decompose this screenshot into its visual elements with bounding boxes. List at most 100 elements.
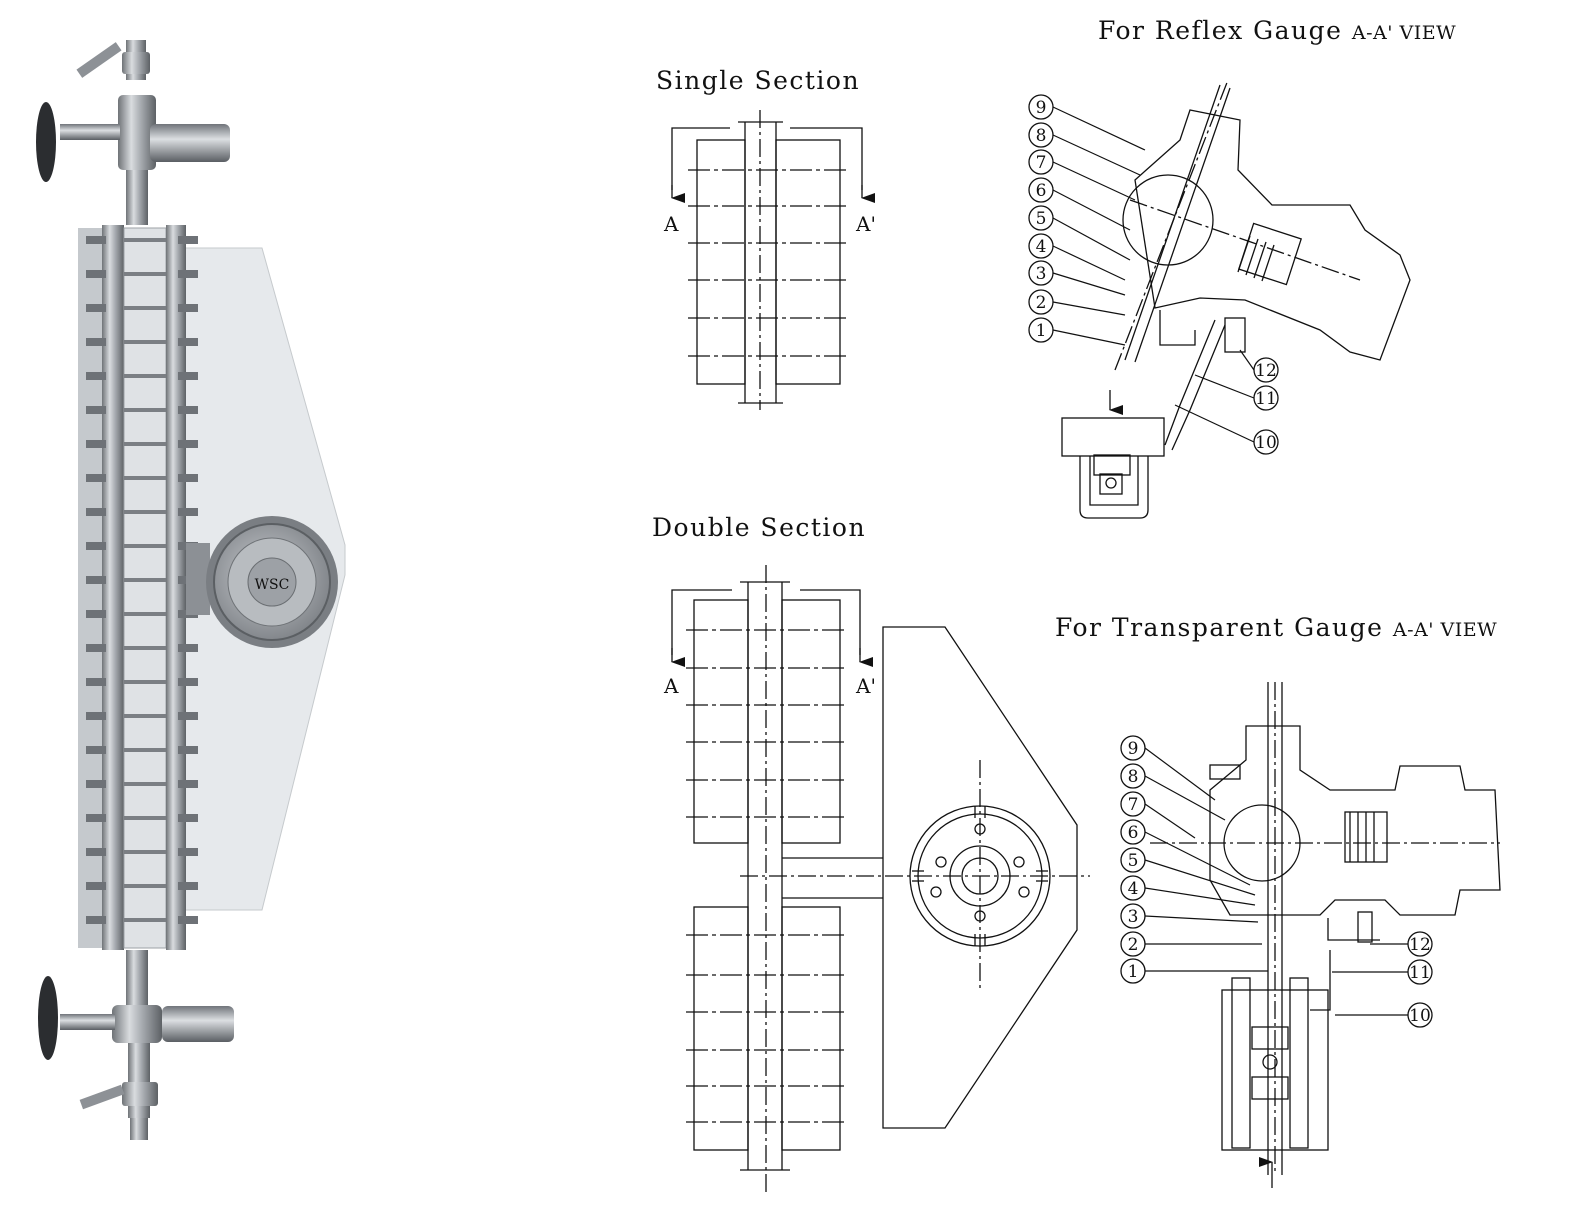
part-number: 8 [1128,767,1139,787]
chamber-rib [124,816,166,820]
chamber-bolt [86,916,106,924]
reflex-gauge-drawing [1061,79,1411,519]
chamber-rib [124,272,166,276]
part-number: 10 [1409,1006,1431,1026]
part-number: 4 [1128,879,1139,899]
chamber-bolt [178,644,198,652]
top-valve-assembly [36,40,230,225]
chamber-rib [124,476,166,480]
chamber-bolt [178,678,198,686]
part-number: 3 [1128,907,1139,927]
part-number-callout: 5 [1028,205,1054,231]
chamber-rib [124,714,166,718]
chamber-bolt [86,576,106,584]
chamber-rib [124,510,166,514]
chamber-bolt [178,712,198,720]
part-number: 3 [1036,264,1047,284]
part-number-callout: 11 [1407,959,1433,985]
chamber-rib [124,918,166,922]
part-number-callout: 2 [1028,289,1054,315]
chamber-bolt [86,746,106,754]
chamber-bolt [86,542,106,550]
chamber-bolt [86,338,106,346]
part-number-callout: 4 [1120,875,1146,901]
part-number-callout: 5 [1120,847,1146,873]
part-number-callout: 4 [1028,233,1054,259]
chamber-rib [124,442,166,446]
part-number: 9 [1128,739,1139,759]
chamber-rib [124,408,166,412]
chamber-bolt [178,372,198,380]
part-number-callout: 12 [1253,357,1279,383]
part-number-callout: 2 [1120,931,1146,957]
chamber-bolt [178,916,198,924]
chamber-bolt [86,406,106,414]
reflex-leaders [1052,106,1255,443]
part-number-callout: 6 [1120,819,1146,845]
part-number: 1 [1128,962,1139,982]
reflex-view-label: A-A' VIEW [1351,22,1457,44]
chamber-bolt [86,678,106,686]
chamber-rib [124,646,166,650]
chamber-bolt [86,440,106,448]
chamber-bolt [86,372,106,380]
part-number: 2 [1036,293,1047,313]
chamber-rib [124,578,166,582]
chamber-bolt [178,474,198,482]
chamber-bolt [86,610,106,618]
part-number-callout: 1 [1120,958,1146,984]
chamber-bolt [178,406,198,414]
chamber-bolt [178,440,198,448]
double-section-mark-a: A [663,674,679,698]
part-number-callout: 3 [1120,903,1146,929]
part-number-callout: 9 [1028,94,1054,120]
chamber-rib [124,680,166,684]
chamber-bolt [86,780,106,788]
chamber-bolt [178,848,198,856]
part-number-callout: 10 [1407,1002,1433,1028]
transparent-gauge-heading: For Transparent Gauge A-A' VIEW [1055,613,1498,642]
chamber-bolt [178,236,198,244]
chamber-rib [124,884,166,888]
chamber-rib [124,374,166,378]
double-section-heading: Double Section [652,513,867,542]
chamber-bolt [86,882,106,890]
chamber-rib [124,544,166,548]
part-number-callout: 1 [1028,317,1054,343]
chamber-bolt [86,814,106,822]
chamber-rib [124,340,166,344]
single-section-drawing [671,110,875,410]
chamber-bolt [86,236,106,244]
chamber-rib [124,306,166,310]
part-number: 5 [1036,209,1047,229]
part-number-callout: 12 [1407,931,1433,957]
part-number: 1 [1036,321,1047,341]
chamber-bolt [178,508,198,516]
part-number-callout: 11 [1253,385,1279,411]
part-number: 8 [1036,126,1047,146]
chamber-bolt [86,644,106,652]
reflex-gauge-heading: For Reflex Gauge A-A' VIEW [1098,16,1457,45]
chamber-bolt [178,304,198,312]
part-number: 11 [1409,963,1431,983]
part-number: 7 [1128,795,1139,815]
part-number: 2 [1128,935,1139,955]
chamber-bolt [86,712,106,720]
chamber-rib [124,850,166,854]
chamber-rib [124,782,166,786]
part-number-callout: 10 [1253,429,1279,455]
part-number-callout: 9 [1120,735,1146,761]
transparent-leaders [1144,747,1408,1016]
chamber-bolts [86,236,198,924]
transparent-part-callouts: 9 8 7 65 4 3 2 1 12 11 10 [1120,735,1433,1028]
part-number: 12 [1255,361,1277,381]
chamber-bolt [86,508,106,516]
chamber-bolt [86,304,106,312]
brand-mark: WSC [255,577,290,593]
chamber-rib [124,748,166,752]
double-section-mark-a-prime: A' [855,674,876,698]
transparent-gauge-drawing [1150,682,1501,1188]
part-number: 4 [1036,237,1047,257]
